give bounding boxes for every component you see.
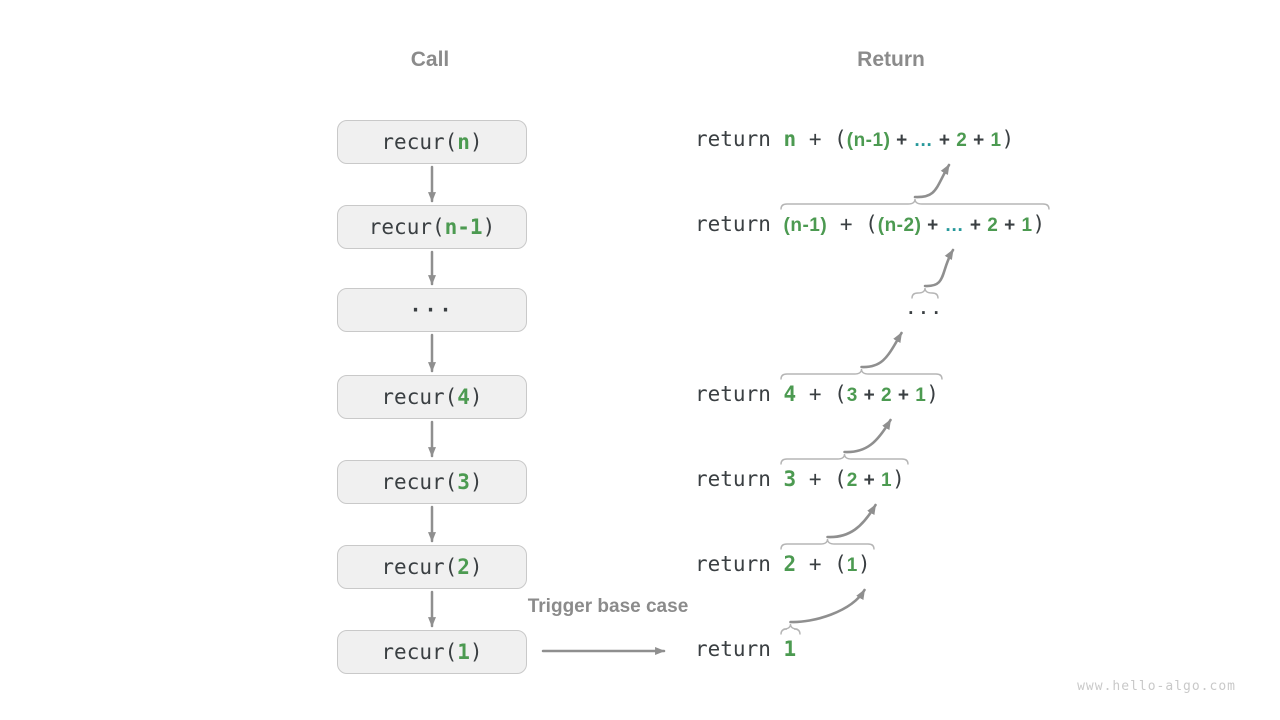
code-text: recur(	[381, 555, 458, 579]
code-text: recur(	[381, 385, 458, 409]
code-text: )	[857, 552, 871, 576]
code-text: (n-1)	[783, 215, 828, 236]
code-text: )	[469, 385, 483, 409]
code-text: n	[783, 127, 797, 151]
brace	[780, 198, 1050, 210]
code-text: return	[695, 382, 784, 406]
code-text: )	[469, 130, 483, 154]
call-stack-box: recur(n-1)	[337, 205, 527, 249]
code-text: 2	[846, 470, 858, 491]
code-text: +	[964, 215, 988, 236]
code-text: ...	[906, 299, 944, 318]
code-text: + (	[796, 382, 847, 406]
code-text: )	[1001, 127, 1015, 151]
code-text: return	[695, 467, 784, 491]
return-line: return 1	[695, 635, 796, 669]
call-stack-box: recur(2)	[337, 545, 527, 589]
return-flow-arrow	[923, 248, 955, 288]
call-stack-box: recur(4)	[337, 375, 527, 419]
code-text: +	[998, 215, 1022, 236]
code-text: 2	[457, 555, 470, 579]
code-text: 2	[956, 130, 968, 151]
code-text: 1	[1021, 215, 1033, 236]
code-text: recur(	[368, 215, 445, 239]
code-text: 2	[880, 385, 893, 406]
code-text: return	[695, 552, 784, 576]
code-text: )	[469, 640, 483, 664]
code-text: (n-1)	[846, 130, 891, 151]
code-text: …	[913, 130, 934, 151]
code-text: 1	[783, 637, 797, 661]
code-text: 1	[846, 555, 858, 576]
code-text: )	[482, 215, 496, 239]
code-text: )	[926, 382, 939, 406]
brace	[780, 623, 801, 635]
code-text: +	[921, 215, 945, 236]
brace	[780, 368, 943, 380]
code-text: )	[469, 470, 483, 494]
code-text: recur(	[381, 470, 458, 494]
return-flow-arrow	[860, 331, 903, 369]
code-text: 3	[783, 467, 797, 491]
code-text: +	[933, 130, 957, 151]
code-text: 4	[783, 382, 797, 406]
call-stack-box: recur(n)	[337, 120, 527, 164]
code-text: )	[1032, 212, 1046, 236]
trigger-base-case-label: Trigger base case	[527, 596, 689, 617]
return-line: ...	[906, 293, 944, 327]
code-text: n	[457, 130, 470, 154]
code-text: +	[892, 385, 916, 406]
code-text: + (	[827, 212, 878, 236]
code-text: 4	[457, 385, 470, 409]
return-line: return 2 + (1)	[695, 550, 870, 584]
brace	[780, 453, 909, 465]
code-text: 1	[880, 470, 893, 491]
code-text: 2	[987, 215, 999, 236]
code-text: +	[857, 470, 881, 491]
code-text: )	[892, 467, 905, 491]
code-text: return	[695, 212, 784, 236]
code-text: ···	[409, 298, 455, 322]
code-text: …	[944, 215, 965, 236]
code-text: + (	[796, 467, 847, 491]
call-stack-box: ···	[337, 288, 527, 332]
return-line: return (n-1) + ((n-2) + … + 2 + 1)	[695, 210, 1045, 244]
code-text: +	[890, 130, 914, 151]
return-flow-arrow	[913, 163, 951, 199]
code-text: (n-2)	[877, 215, 922, 236]
code-text: recur(	[381, 640, 458, 664]
return-flow-arrow	[789, 588, 866, 624]
code-text: 1	[457, 640, 470, 664]
brace	[780, 538, 875, 550]
code-text: return	[695, 637, 784, 661]
code-text: )	[469, 555, 483, 579]
code-text: n-1	[444, 215, 483, 239]
code-text: 2	[783, 552, 797, 576]
return-flow-arrow	[843, 418, 892, 454]
code-text: 1	[990, 130, 1002, 151]
code-text: recur(	[381, 130, 458, 154]
call-stack-box: recur(3)	[337, 460, 527, 504]
return-line: return n + ((n-1) + … + 2 + 1)	[695, 125, 1014, 159]
return-line: return 3 + (2 + 1)	[695, 465, 905, 499]
watermark: www.hello-algo.com	[1077, 679, 1236, 694]
return-line: return 4 + (3 + 2 + 1)	[695, 380, 939, 414]
code-text: 3	[846, 385, 858, 406]
call-column-header: Call	[410, 48, 450, 71]
call-stack-box: recur(1)	[337, 630, 527, 674]
code-text: 1	[915, 385, 927, 406]
code-text: +	[967, 130, 991, 151]
code-text: +	[857, 385, 881, 406]
return-column-header: Return	[857, 48, 925, 71]
code-text: 3	[457, 470, 470, 494]
code-text: + (	[796, 127, 847, 151]
return-flow-arrow	[826, 503, 877, 539]
code-text: return	[695, 127, 784, 151]
code-text: + (	[796, 552, 847, 576]
